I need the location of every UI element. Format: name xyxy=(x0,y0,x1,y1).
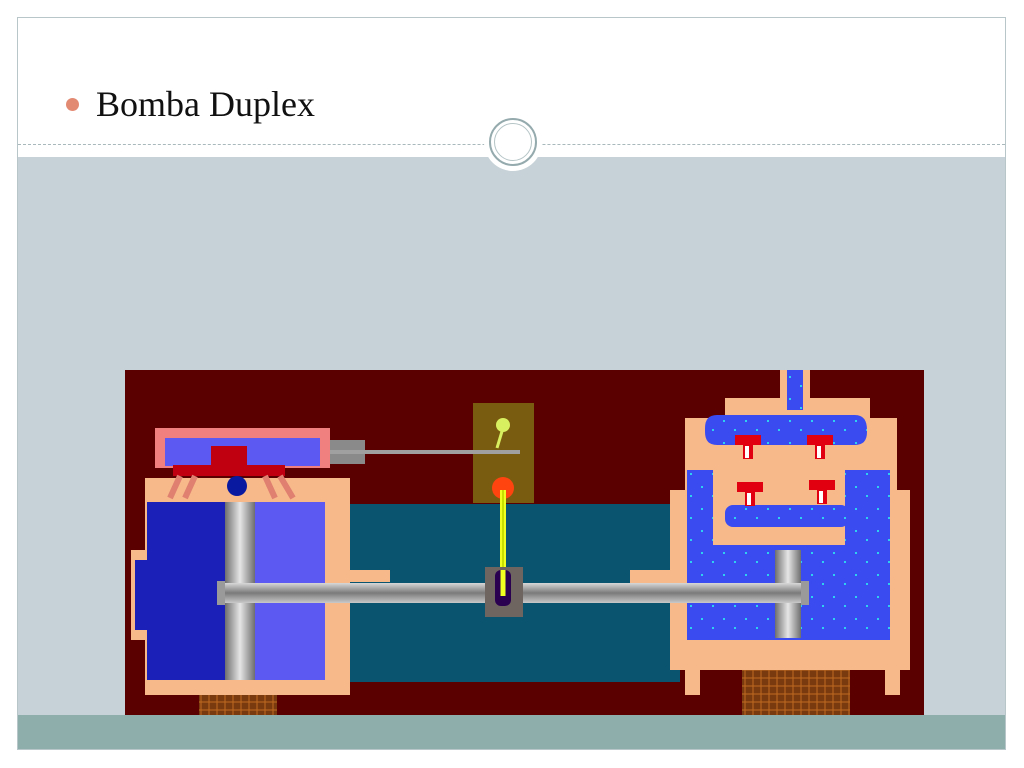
bullet-dot-icon xyxy=(66,97,79,111)
valve-icon xyxy=(735,435,761,459)
slide-valve-icon xyxy=(173,465,285,476)
footer-bar xyxy=(18,715,1005,749)
discharge-pipe xyxy=(787,370,803,410)
valve-icon xyxy=(807,435,833,459)
ring-ornament-icon xyxy=(484,113,542,171)
slide: Bomba Duplex xyxy=(17,17,1006,750)
content-area xyxy=(18,157,1005,749)
pivot-joint-icon xyxy=(492,477,514,499)
suction-chamber xyxy=(725,505,849,527)
duplex-pump-diagram xyxy=(125,370,924,749)
valve-icon xyxy=(809,480,835,504)
bullet-row: Bomba Duplex xyxy=(66,86,315,122)
discharge-chamber xyxy=(705,415,867,445)
valve-ball-icon xyxy=(227,476,247,496)
lever-arm-icon xyxy=(495,427,505,449)
steam-ports xyxy=(167,474,296,500)
valve-icon xyxy=(737,482,763,506)
slide-title: Bomba Duplex xyxy=(96,84,315,124)
pivot-icon xyxy=(496,418,510,432)
